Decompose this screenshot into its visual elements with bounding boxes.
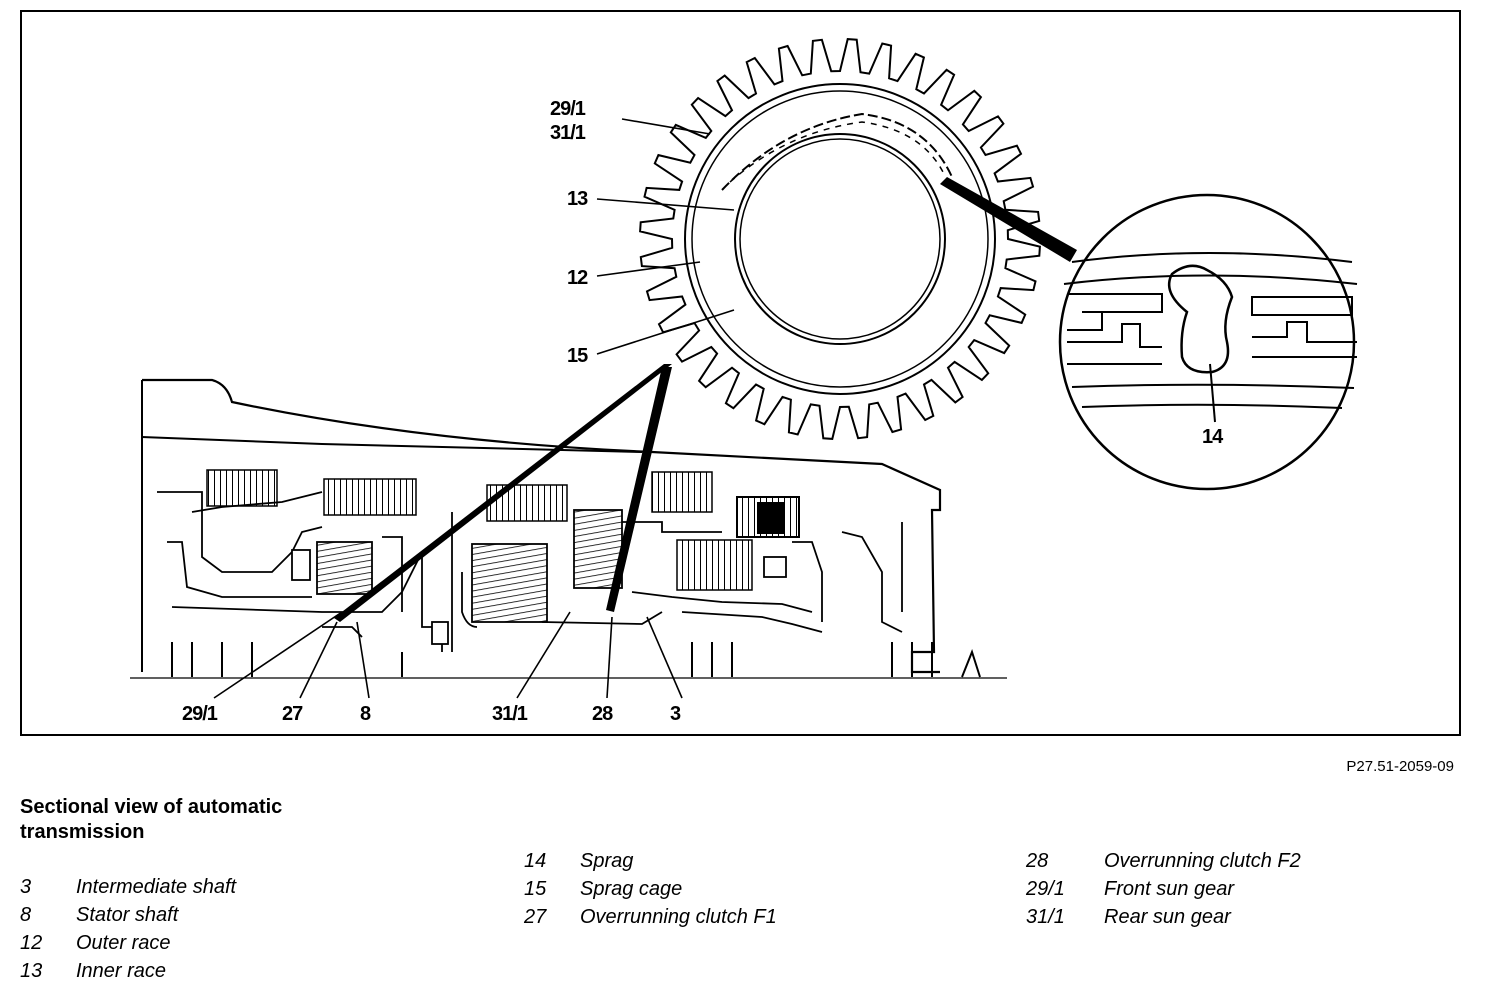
callout-29-1-top: 29/1 xyxy=(550,98,586,120)
callout-8: 8 xyxy=(360,703,371,725)
gear xyxy=(639,38,1041,440)
callout-3: 3 xyxy=(670,703,681,725)
callout-15: 15 xyxy=(567,345,588,367)
transmission-section xyxy=(130,364,1007,699)
callout-28: 28 xyxy=(592,703,613,725)
inner-race-ring xyxy=(734,133,946,345)
caption-line-2: transmission xyxy=(20,821,145,843)
callout-31-1-bottom: 31/1 xyxy=(492,703,528,725)
callout-27: 27 xyxy=(282,703,303,725)
transmission-diagram: 14 xyxy=(130,38,1358,725)
detail-magnifier: 14 xyxy=(940,177,1358,491)
caption-line-1: Sectional view of automatic xyxy=(20,796,283,818)
callout-31-1-top: 31/1 xyxy=(550,122,586,144)
figure-code: P27.51-2059-09 xyxy=(1346,758,1454,775)
callout-29-1-bottom: 29/1 xyxy=(182,703,218,725)
callout-14: 14 xyxy=(1202,426,1224,448)
callout-13: 13 xyxy=(567,188,588,210)
gear-leader-lines xyxy=(596,118,735,355)
callout-12: 12 xyxy=(567,267,588,289)
diagram-frame: 14 xyxy=(20,10,1461,736)
figure-caption: Sectional view of automatic transmission xyxy=(20,795,340,845)
